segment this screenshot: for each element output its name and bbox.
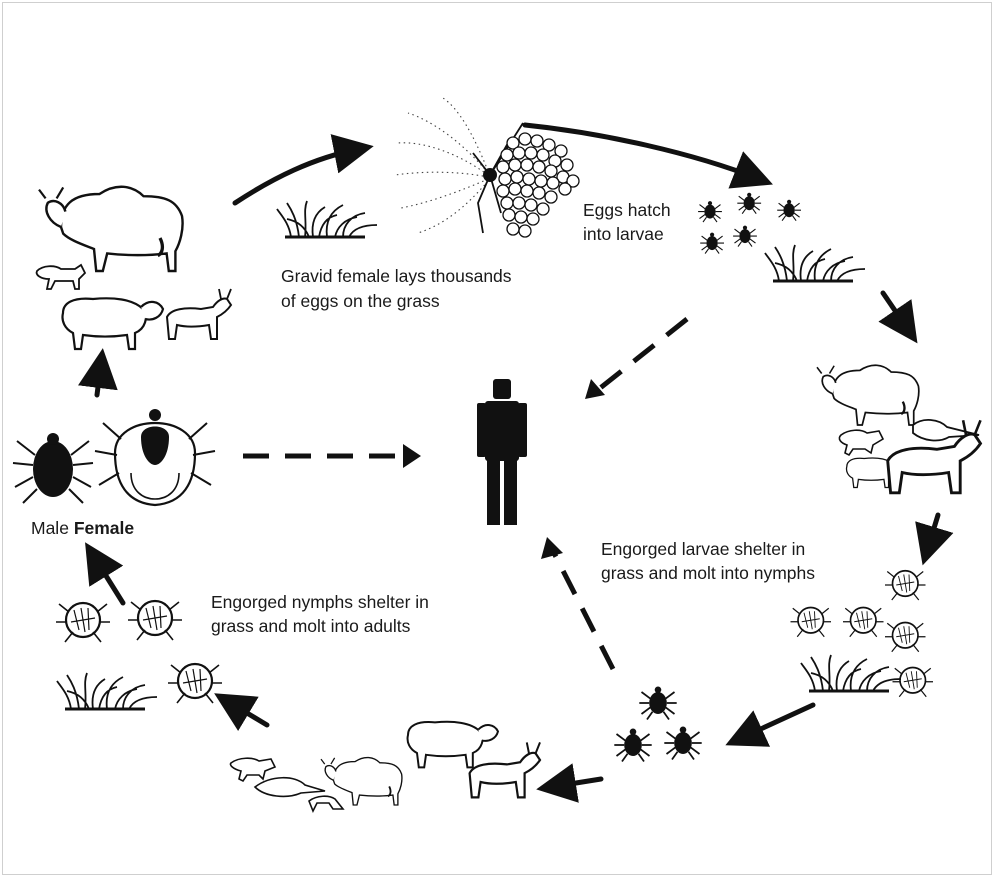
gravid-female-icon bbox=[395, 98, 579, 237]
nymphs-caption-line1: Engorged nymphs shelter in bbox=[211, 591, 429, 613]
egg-mass-icon bbox=[497, 133, 579, 237]
male-tick-icon bbox=[13, 433, 93, 503]
larvae-caption-line2: grass and molt into nymphs bbox=[601, 562, 815, 584]
gravid-caption-line1: Gravid female lays thousands bbox=[281, 265, 512, 287]
dashed-arrow-larvae-to-human bbox=[599, 319, 687, 389]
nymphs-caption-line2: grass and molt into adults bbox=[211, 615, 410, 637]
nymphs-group-icon bbox=[614, 687, 701, 762]
grass-icon bbox=[277, 201, 377, 237]
eggs-caption-line2: into larvae bbox=[583, 223, 664, 245]
female-label-text: Female bbox=[74, 518, 134, 538]
hosts-bottom-group-icon bbox=[230, 722, 540, 811]
arrow-hosts-to-engorged-larvae bbox=[927, 515, 938, 551]
engorged-nymphs-group-icon bbox=[56, 601, 222, 703]
engorged-larvae-group-icon bbox=[791, 571, 934, 697]
grass-icon bbox=[765, 245, 865, 281]
dog-host-icon bbox=[37, 265, 85, 289]
male-label-text: Male bbox=[31, 518, 69, 538]
female-tick-icon bbox=[95, 409, 215, 505]
cattle-host-icon bbox=[817, 365, 919, 425]
larvae-caption-line1: Engorged larvae shelter in bbox=[601, 538, 805, 560]
sheep-host-icon bbox=[62, 298, 163, 349]
arrow-hosts-to-eggs bbox=[235, 149, 359, 203]
arrow-hosts-to-engorged-nymphs bbox=[227, 701, 267, 725]
grass-icon bbox=[57, 673, 157, 709]
cattle-host-icon bbox=[39, 187, 183, 271]
grass-icon bbox=[801, 655, 901, 691]
arrow-nymphs-to-hosts bbox=[551, 779, 601, 787]
goat-host-icon bbox=[167, 289, 231, 339]
eggs-caption-line1: Eggs hatch bbox=[583, 199, 671, 221]
male-label: Male Female bbox=[31, 517, 134, 539]
arrow-engorged-larvae-to-nymphs bbox=[739, 705, 813, 739]
human-icon bbox=[477, 379, 527, 525]
arrow-adults-to-hosts bbox=[97, 363, 101, 395]
arrow-nymphs-to-adults bbox=[93, 555, 123, 603]
arrow-larvae-to-hosts bbox=[883, 293, 909, 331]
gravid-caption-line2: of eggs on the grass bbox=[281, 290, 440, 312]
tick-life-cycle-diagram bbox=[3, 3, 993, 876]
dog-host-icon bbox=[839, 430, 883, 455]
larvae-group-icon bbox=[698, 193, 801, 254]
